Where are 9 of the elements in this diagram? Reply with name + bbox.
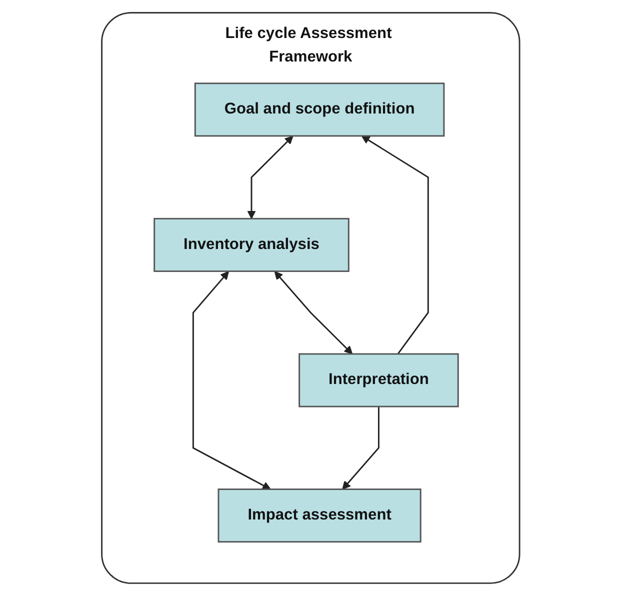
arrow — [342, 406, 380, 490]
node-box: Impact assessment — [218, 488, 422, 543]
arrow — [248, 136, 294, 220]
node-box: Goal and scope definition — [194, 82, 445, 137]
node-box: Inventory analysis — [154, 218, 350, 272]
node-box: Interpretation — [298, 353, 460, 408]
arrow — [274, 271, 353, 354]
arrow — [192, 271, 272, 490]
arrow — [362, 136, 430, 354]
